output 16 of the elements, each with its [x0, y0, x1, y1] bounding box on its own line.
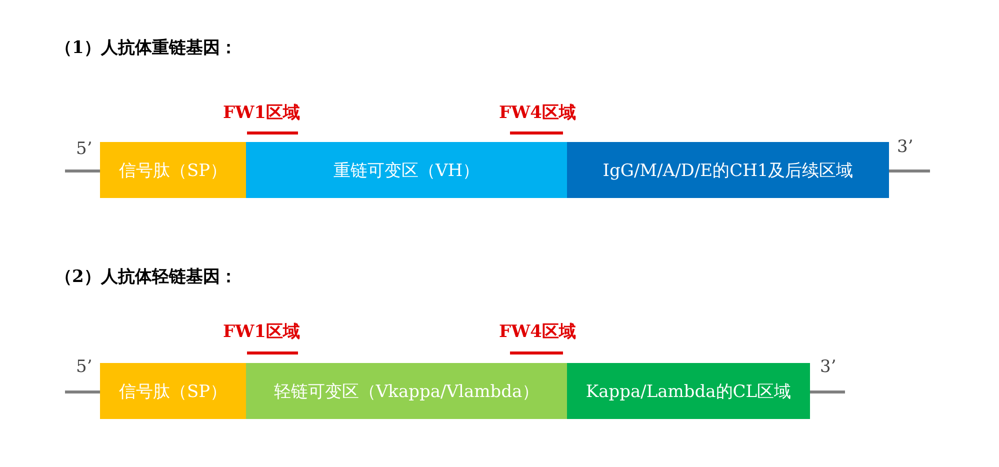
section-heading: （1）人抗体重链基因： [55, 37, 237, 59]
gene-segment-box: 信号肽（SP） [100, 363, 246, 419]
region-label: FW1区域 [223, 102, 300, 124]
gene-segment-box: 信号肽（SP） [100, 142, 246, 198]
end-label: 3’ [820, 357, 836, 377]
end-label: 5’ [76, 357, 92, 377]
region-label: FW4区域 [499, 102, 576, 124]
gene-segment-box: 轻链可变区（Vkappa/Vlambda） [246, 363, 567, 419]
region-label: FW1区域 [223, 321, 300, 343]
gene-segment-box: Kappa/Lambda的CL区域 [567, 363, 810, 419]
gene-segment-box: 重链可变区（VH） [246, 142, 567, 198]
gene-segment-box: IgG/M/A/D/E的CH1及后续区域 [567, 142, 889, 198]
end-label: 5’ [76, 139, 92, 159]
end-label: 3’ [897, 137, 914, 157]
section-heading: （2）人抗体轻链基因： [55, 266, 237, 288]
region-label: FW4区域 [499, 321, 576, 343]
